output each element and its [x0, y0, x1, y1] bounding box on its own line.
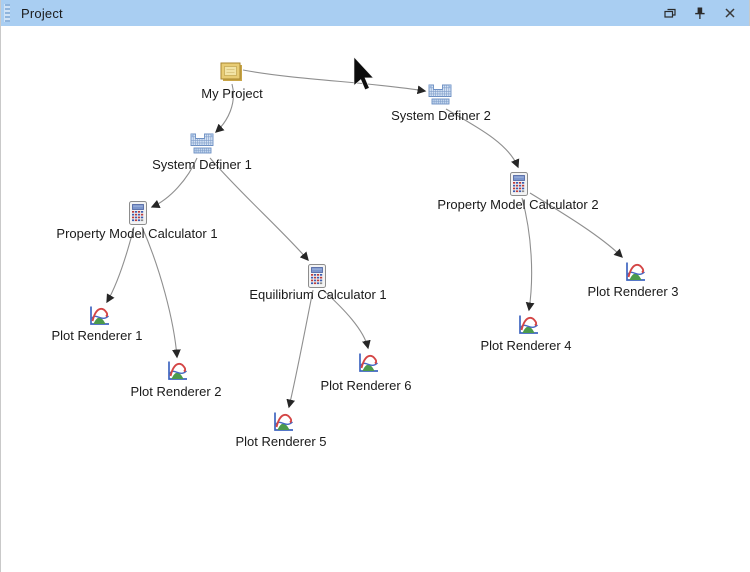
- mouse-cursor-icon: [353, 56, 375, 91]
- system-definer-icon: [428, 84, 452, 105]
- node-label-my-project: My Project: [201, 86, 263, 101]
- node-plot-renderer-5[interactable]: [271, 410, 295, 434]
- edges-layer: [106, 69, 623, 409]
- node-label-plot-renderer-5: Plot Renderer 5: [235, 434, 326, 449]
- node-label-equilibrium-calculator-1: Equilibrium Calculator 1: [249, 287, 386, 302]
- edge-my-project-to-system-definer-1: [215, 83, 234, 133]
- node-equilibrium-calculator-1[interactable]: [308, 264, 326, 288]
- plot-icon: [271, 410, 295, 434]
- edge-property-model-calculator-1-to-plot-renderer-1: [106, 226, 135, 304]
- node-plot-renderer-4[interactable]: [516, 313, 540, 337]
- calculator-icon: [510, 172, 528, 196]
- system-definer-icon: [190, 133, 214, 154]
- node-label-plot-renderer-1: Plot Renderer 1: [51, 328, 142, 343]
- float-icon: [664, 8, 676, 18]
- node-label-plot-renderer-4: Plot Renderer 4: [480, 338, 571, 353]
- edge-system-definer-1-to-equilibrium-calculator-1: [209, 157, 309, 261]
- node-property-model-calculator-1[interactable]: [129, 201, 147, 225]
- edge-property-model-calculator-2-to-plot-renderer-3: [529, 192, 623, 258]
- pin-window-button[interactable]: [689, 2, 711, 24]
- node-system-definer-1[interactable]: [190, 133, 214, 154]
- close-window-button[interactable]: [719, 2, 741, 24]
- calculator-icon: [308, 264, 326, 288]
- plot-icon: [87, 304, 111, 328]
- plot-icon: [516, 313, 540, 337]
- node-plot-renderer-6[interactable]: [356, 351, 380, 375]
- pin-icon: [695, 7, 705, 19]
- titlebar-grip[interactable]: [4, 4, 10, 22]
- edge-property-model-calculator-2-to-plot-renderer-4: [521, 197, 535, 312]
- edge-equilibrium-calculator-1-to-plot-renderer-5: [286, 289, 314, 409]
- close-icon: [725, 8, 735, 18]
- node-plot-renderer-2[interactable]: [165, 359, 189, 383]
- plot-icon: [165, 359, 189, 383]
- node-label-plot-renderer-6: Plot Renderer 6: [320, 378, 411, 393]
- edge-my-project-to-system-definer-2: [242, 69, 427, 95]
- node-system-definer-2[interactable]: [428, 84, 452, 105]
- node-property-model-calculator-2[interactable]: [510, 172, 528, 196]
- titlebar[interactable]: Project: [1, 0, 749, 26]
- edge-equilibrium-calculator-1-to-plot-renderer-6: [322, 289, 371, 350]
- titlebar-buttons: [659, 2, 741, 24]
- node-label-plot-renderer-3: Plot Renderer 3: [587, 284, 678, 299]
- panel-title: Project: [21, 5, 63, 21]
- edge-system-definer-2-to-property-model-calculator-2: [445, 108, 520, 169]
- node-label-system-definer-1: System Definer 1: [152, 157, 252, 172]
- calculator-icon: [129, 201, 147, 225]
- node-plot-renderer-1[interactable]: [87, 304, 111, 328]
- node-label-property-model-calculator-1: Property Model Calculator 1: [56, 226, 217, 241]
- node-label-system-definer-2: System Definer 2: [391, 108, 491, 123]
- plot-icon: [623, 260, 647, 284]
- node-my-project[interactable]: [220, 62, 243, 82]
- node-plot-renderer-3[interactable]: [623, 260, 647, 284]
- project-icon: [220, 62, 243, 82]
- edge-property-model-calculator-1-to-plot-renderer-2: [141, 226, 181, 359]
- edge-system-definer-1-to-property-model-calculator-1: [150, 157, 198, 208]
- plot-icon: [356, 351, 380, 375]
- node-label-plot-renderer-2: Plot Renderer 2: [130, 384, 221, 399]
- node-label-property-model-calculator-2: Property Model Calculator 2: [437, 197, 598, 212]
- float-window-button[interactable]: [659, 2, 681, 24]
